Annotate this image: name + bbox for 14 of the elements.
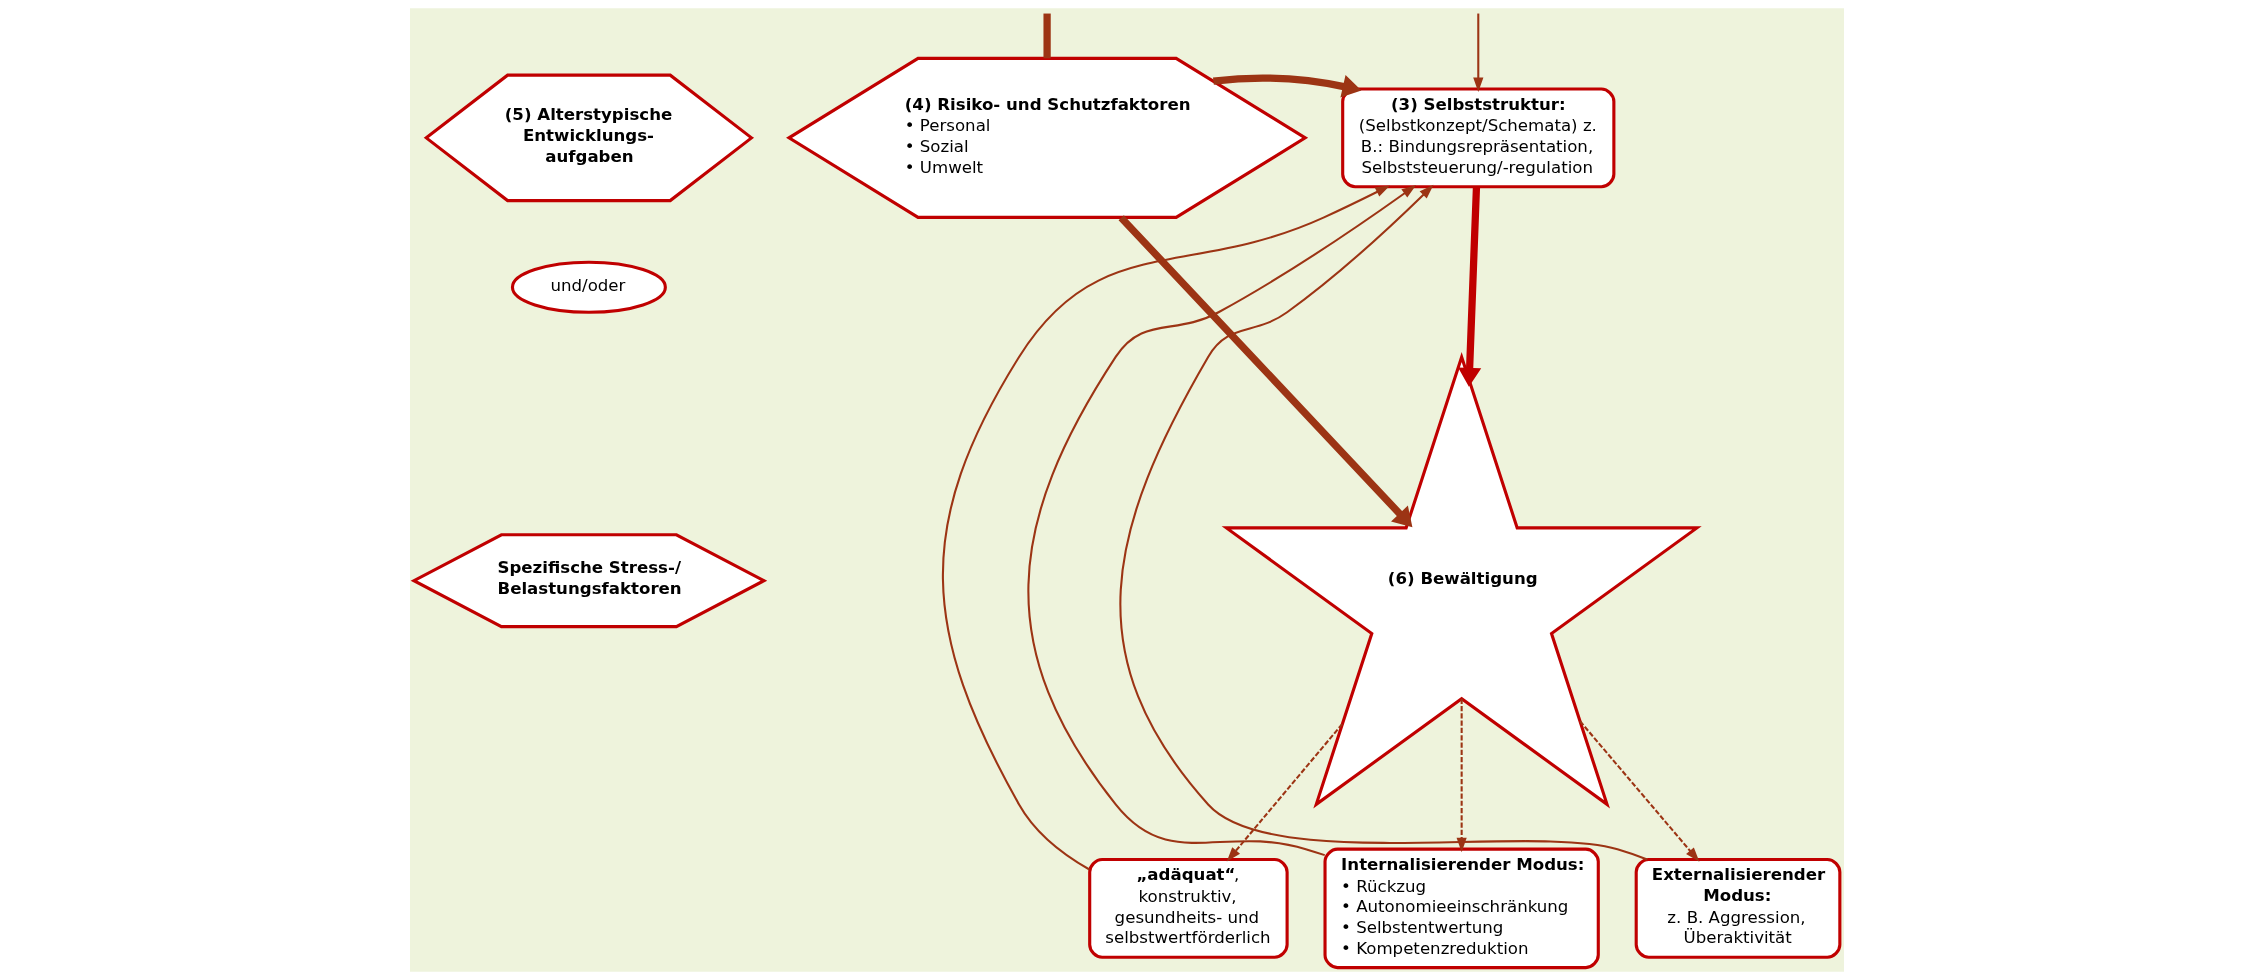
arrow xyxy=(1226,723,1343,862)
arrow xyxy=(941,185,1390,871)
arrow xyxy=(1119,184,1648,861)
node-box: Externalisierender Modus: z. B. Aggression, Überaktivität xyxy=(1634,857,1841,959)
node-ellipse: und/oder xyxy=(510,260,667,314)
node-box: „adäquat“, konstruktiv, gesundheits- und selbstwertförderlich xyxy=(1087,857,1289,959)
node-box: (3) Selbststruktur: (Selbstkonzept/Schemata) z. B.: Bindungsrepräsentation, Selbststeuerung/-regulation xyxy=(1340,87,1615,189)
arrow xyxy=(1026,185,1416,857)
arrow xyxy=(1118,215,1412,528)
arrow xyxy=(1578,720,1699,862)
node-box: Internalisierender Modus: • Rückzug • Autonomieeinschränkung • Selbstentwertung • Kompetenzreduktion xyxy=(1322,847,1600,970)
arrow xyxy=(1212,74,1361,98)
arrow xyxy=(1457,186,1481,387)
arrow xyxy=(1472,13,1483,93)
